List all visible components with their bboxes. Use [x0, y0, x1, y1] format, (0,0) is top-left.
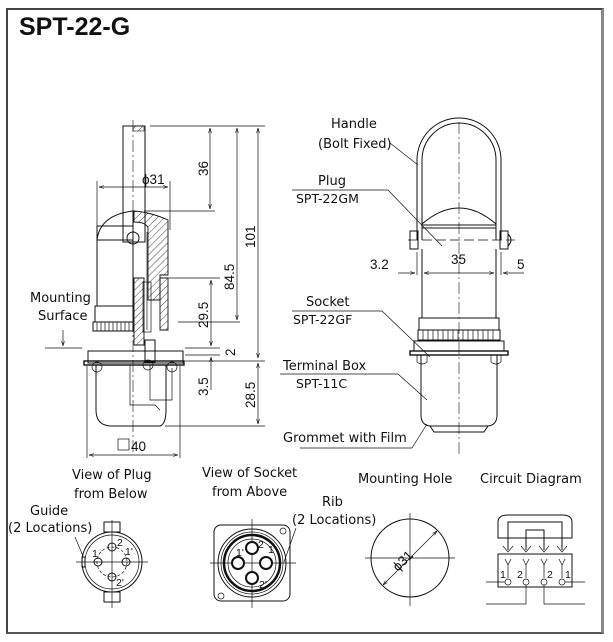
- hole-diameter: ϕ31: [390, 548, 417, 575]
- terminal-box-label-1: Terminal Box: [282, 359, 367, 374]
- plug-pin-1p: [121, 557, 131, 567]
- dim-35: 35: [451, 252, 466, 267]
- bolt-icon: [126, 231, 140, 245]
- plug-top-bolt-icon: [103, 521, 121, 533]
- plug-bottom-view: View of Plug from Below Guide (2 Locatio…: [8, 468, 152, 608]
- socket-view-title-1: View of Socket: [202, 466, 297, 481]
- pin-label: 2: [258, 539, 264, 551]
- pin-label: 1: [268, 544, 274, 556]
- side-section-view: ϕ31 36 101 84.5 29.5 2 3.5 28.5 40 Mount…: [30, 120, 265, 458]
- dim-dia31: ϕ31: [142, 172, 165, 187]
- mounting-hole-view: Mounting Hole ϕ31: [358, 472, 455, 606]
- plug-view-title-2: from Below: [74, 487, 148, 502]
- socket-pin-2: [245, 541, 259, 555]
- terminal-box-label-2: SPT-11C: [296, 376, 347, 391]
- mounting-surface-label-2: Surface: [38, 309, 88, 324]
- terminal-label: 1: [565, 569, 571, 581]
- handle-label-2: (Bolt Fixed): [318, 137, 392, 152]
- dim-28-5: 28.5: [243, 382, 258, 408]
- plug-pin-2p: [107, 572, 117, 582]
- dim-36: 36: [196, 161, 211, 176]
- circuit-diagram-title: Circuit Diagram: [480, 472, 582, 487]
- dim-101: 101: [243, 225, 258, 248]
- rib-label-1: Rib: [322, 495, 343, 510]
- guide-label-2: (2 Locations): [8, 521, 92, 536]
- socket-label-2: SPT-22GF: [293, 312, 352, 327]
- mounting-hole-title: Mounting Hole: [358, 472, 452, 487]
- pin-label: 1: [92, 548, 98, 560]
- terminal-box: [420, 355, 498, 427]
- screw-icon: [279, 527, 287, 535]
- dim-29-5: 29.5: [196, 302, 211, 328]
- handle-label-1: Handle: [331, 117, 377, 132]
- dim-3-5: 3.5: [196, 377, 211, 396]
- terminal-label: 2: [547, 569, 553, 581]
- plug-label-2: SPT-22GM: [296, 191, 359, 206]
- terminal-box: [95, 365, 167, 427]
- pin-label: 2: [117, 537, 123, 549]
- screw-icon: [217, 592, 225, 600]
- knurled-ring: [417, 329, 501, 341]
- plug-body: [96, 225, 134, 307]
- square-symbol-icon: [117, 438, 130, 451]
- socket-view-title-2: from Above: [212, 485, 287, 500]
- plug-view-title-1: View of Plug: [72, 468, 152, 483]
- socket-pin-1: [259, 556, 273, 570]
- page-title: SPT-22-G: [19, 13, 131, 41]
- plug-bottom-bolt-icon: [103, 591, 121, 603]
- grommet-label: Grommet with Film: [283, 431, 407, 446]
- mounting-surface-label-1: Mounting: [30, 291, 91, 306]
- grommet: [429, 425, 489, 433]
- front-view: 3.2 35 5 Handle (Bolt Fixed) Plug SPT-22…: [280, 117, 525, 455]
- terminal-label: 2: [517, 569, 523, 581]
- dim-2: 2: [223, 348, 238, 356]
- handle: [416, 117, 502, 240]
- dim-3-2: 3.2: [370, 257, 389, 272]
- flange: [409, 350, 509, 356]
- terminal-block: [497, 553, 573, 588]
- pin-label: 2': [116, 577, 124, 589]
- plug-pin-1: [93, 557, 103, 567]
- plug-dome: [96, 210, 134, 241]
- circuit-diagram: Circuit Diagram 1 2 2 1: [480, 472, 585, 605]
- flange: [87, 350, 184, 364]
- socket-top-view: View of Socket from Above Rib (2 Locatio…: [202, 466, 376, 608]
- socket-pin-1p: [231, 556, 245, 570]
- pin-label: 1': [125, 546, 133, 558]
- drawing-frame: [6, 8, 604, 634]
- dim-line-hole: [383, 531, 437, 585]
- plug-label-1: Plug: [318, 174, 346, 189]
- socket-pin-2p: [245, 571, 259, 585]
- dim-5: 5: [517, 257, 525, 272]
- dim-40: 40: [131, 439, 146, 454]
- socket-label-1: Socket: [306, 295, 350, 310]
- dim-84-5: 84.5: [222, 264, 237, 290]
- terminal-label: 1: [500, 569, 506, 581]
- pin-label: 2': [259, 579, 267, 591]
- rib-label-2: (2 Locations): [292, 513, 376, 528]
- guide-label-1: Guide: [30, 504, 68, 519]
- pin-label: 1': [236, 547, 244, 559]
- plug-pin-2: [107, 542, 117, 552]
